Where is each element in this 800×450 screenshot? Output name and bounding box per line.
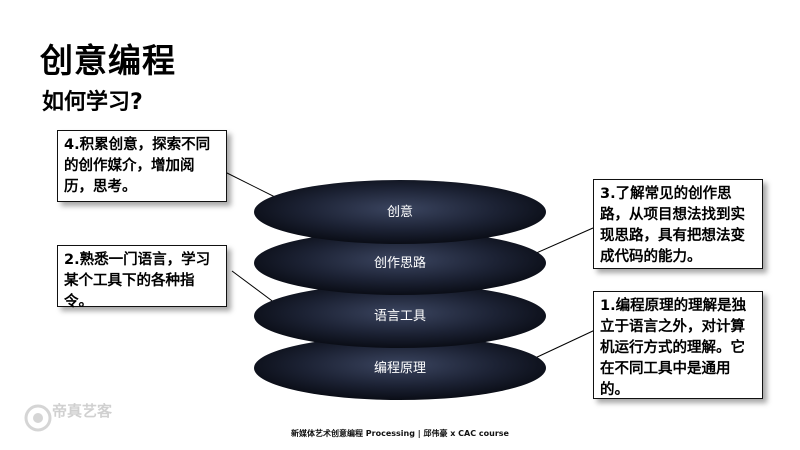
page-subtitle: 如何学习? [42, 90, 143, 115]
note-box-4: 4.积累创意，探索不同的创作媒介，增加阅历，思考。 [57, 130, 227, 202]
watermark-logo-icon [24, 404, 52, 432]
note-box-3: 3.了解常见的创作思路，从项目想法找到实现思路，具有把想法变成代码的能力。 [593, 179, 763, 269]
note-box-1: 1.编程原理的理解是独立于语言之外，对计算机运行方式的理解。它在不同工具中是通用… [593, 291, 763, 399]
page-title: 创意编程 [40, 41, 176, 80]
layer-label-3: 语言工具 [374, 309, 426, 324]
note-box-2: 2.熟悉一门语言，学习某个工具下的各种指令。 [57, 245, 227, 310]
watermark-text: 帝真艺客 [52, 402, 113, 420]
layer-disc-4: 编程原理 [254, 336, 546, 400]
layer-label-2: 创作思路 [374, 255, 426, 271]
layer-label-4: 编程原理 [374, 361, 426, 376]
layer-disc-3: 语言工具 [254, 284, 546, 348]
layer-disc-1: 创意 [254, 180, 546, 244]
footer-credit: 新媒体艺术创意编程 Processing | 邱伟豪 x CAC course [291, 429, 509, 438]
layer-label-1: 创意 [387, 204, 413, 220]
layer-disc-2: 创作思路 [254, 231, 546, 295]
